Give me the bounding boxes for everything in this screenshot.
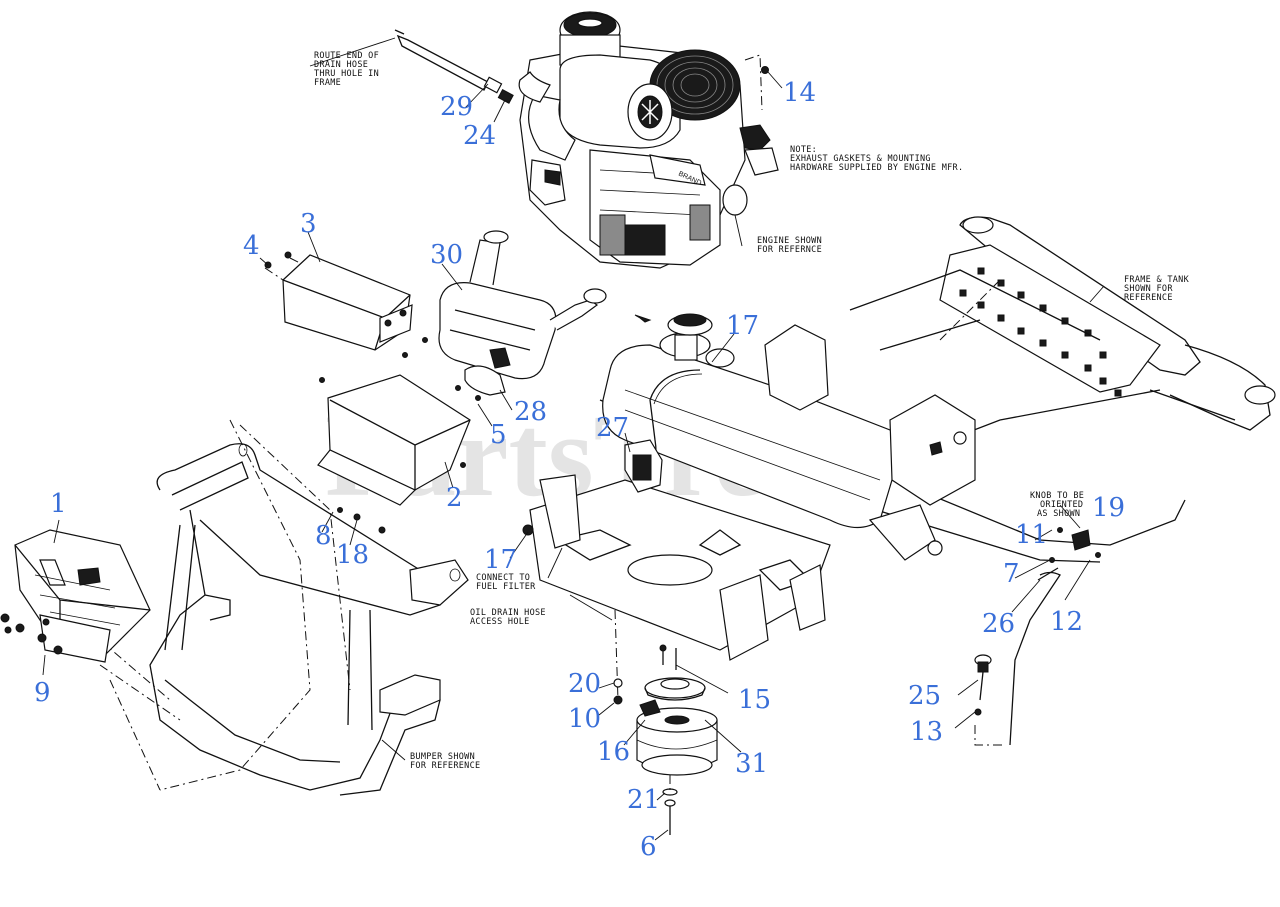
svg-text:BUMPER SHOWN: BUMPER SHOWN [410,752,475,762]
note-oil-drain: OIL DRAIN HOSE ACCESS HOLE [470,608,546,627]
svg-text:REFERENCE: REFERENCE [1124,293,1173,303]
callout-19: 19 [1092,493,1125,523]
heat-shield-part-3 [264,251,428,358]
svg-text:AS SHOWN: AS SHOWN [1037,509,1080,519]
svg-text:NOTE:: NOTE: [790,145,817,155]
svg-text:ORIENTED: ORIENTED [1040,500,1083,510]
callout-27: 27 [596,413,629,443]
callout-4: 4 [243,231,260,261]
callout-18: 18 [336,540,369,570]
callout-2: 2 [446,483,463,513]
svg-text:OIL DRAIN HOSE: OIL DRAIN HOSE [470,608,546,618]
callout-26: 26 [982,609,1015,639]
callout-15: 15 [738,685,771,715]
callout-28: 28 [514,397,547,427]
svg-text:EXHAUST GASKETS & MOUNTING: EXHAUST GASKETS & MOUNTING [790,154,931,164]
muffler-part-30 [438,230,607,401]
callout-5: 5 [490,420,507,450]
note-exhaust: NOTE: EXHAUST GASKETS & MOUNTING HARDWAR… [790,145,963,173]
svg-text:SHOWN FOR: SHOWN FOR [1124,284,1173,294]
callout-12: 12 [1050,607,1083,637]
note-bumper: BUMPER SHOWN FOR REFERENCE [410,752,480,771]
callout-24: 24 [463,121,496,151]
front-plate-part-1 [0,529,151,663]
callout-8: 8 [315,521,332,551]
callout-30: 30 [430,240,463,270]
engine-assembly: BRAND [394,11,779,269]
callout-21: 21 [627,785,660,815]
svg-text:ROUTE END OF: ROUTE END OF [314,51,379,61]
callout-20: 20 [568,669,601,699]
clutch-assembly [613,644,718,835]
svg-text:FRAME: FRAME [314,78,341,88]
callout-17-hose: 17 [484,545,517,575]
callout-1: 1 [50,489,67,519]
muffler-bracket-part-2 [317,374,471,534]
callout-17-fuel-cap: 17 [726,311,759,341]
bumper-assembly [99,419,469,796]
callout-13: 13 [910,717,943,747]
callout-31: 31 [735,749,768,779]
leader-lines [42,37,1105,841]
svg-text:THRU HOLE IN: THRU HOLE IN [314,69,379,79]
note-frame-tank: FRAME & TANK SHOWN FOR REFERENCE [1124,275,1190,303]
svg-text:ACCESS HOLE: ACCESS HOLE [470,617,530,627]
svg-text:FUEL FILTER: FUEL FILTER [476,582,536,592]
svg-text:FOR REFERNCE: FOR REFERNCE [757,245,822,255]
note-knob: KNOB TO BE ORIENTED AS SHOWN [1030,491,1084,519]
note-drain-hose: ROUTE END OF DRAIN HOSE THRU HOLE IN FRA… [314,51,379,88]
callout-10: 10 [568,704,601,734]
svg-text:FRAME & TANK: FRAME & TANK [1124,275,1190,285]
svg-text:CONNECT TO: CONNECT TO [476,573,530,583]
callout-numbers: 1 2 3 4 5 6 7 8 9 10 11 12 13 14 15 16 1… [34,78,1125,862]
svg-text:ENGINE SHOWN: ENGINE SHOWN [757,236,822,246]
callout-14: 14 [783,78,816,108]
callout-11: 11 [1015,520,1048,550]
callout-9: 9 [34,678,51,708]
callout-25: 25 [908,681,941,711]
callout-16: 16 [597,737,630,767]
callout-6: 6 [640,832,657,862]
notes: ROUTE END OF DRAIN HOSE THRU HOLE IN FRA… [314,51,1190,771]
callout-3: 3 [300,209,317,239]
svg-text:DRAIN HOSE: DRAIN HOSE [314,60,368,70]
svg-text:FOR REFERENCE: FOR REFERENCE [410,761,480,771]
svg-text:KNOB TO BE: KNOB TO BE [1030,491,1084,501]
note-engine: ENGINE SHOWN FOR REFERNCE [757,236,822,255]
callout-29: 29 [440,92,473,122]
callout-7: 7 [1003,559,1020,589]
fuel-filter-part-27 [522,439,663,536]
note-fuel-filter: CONNECT TO FUEL FILTER [476,573,536,592]
svg-text:HARDWARE SUPPLIED BY ENGINE MF: HARDWARE SUPPLIED BY ENGINE MFR. [790,163,963,173]
frame-assembly [529,216,1276,701]
